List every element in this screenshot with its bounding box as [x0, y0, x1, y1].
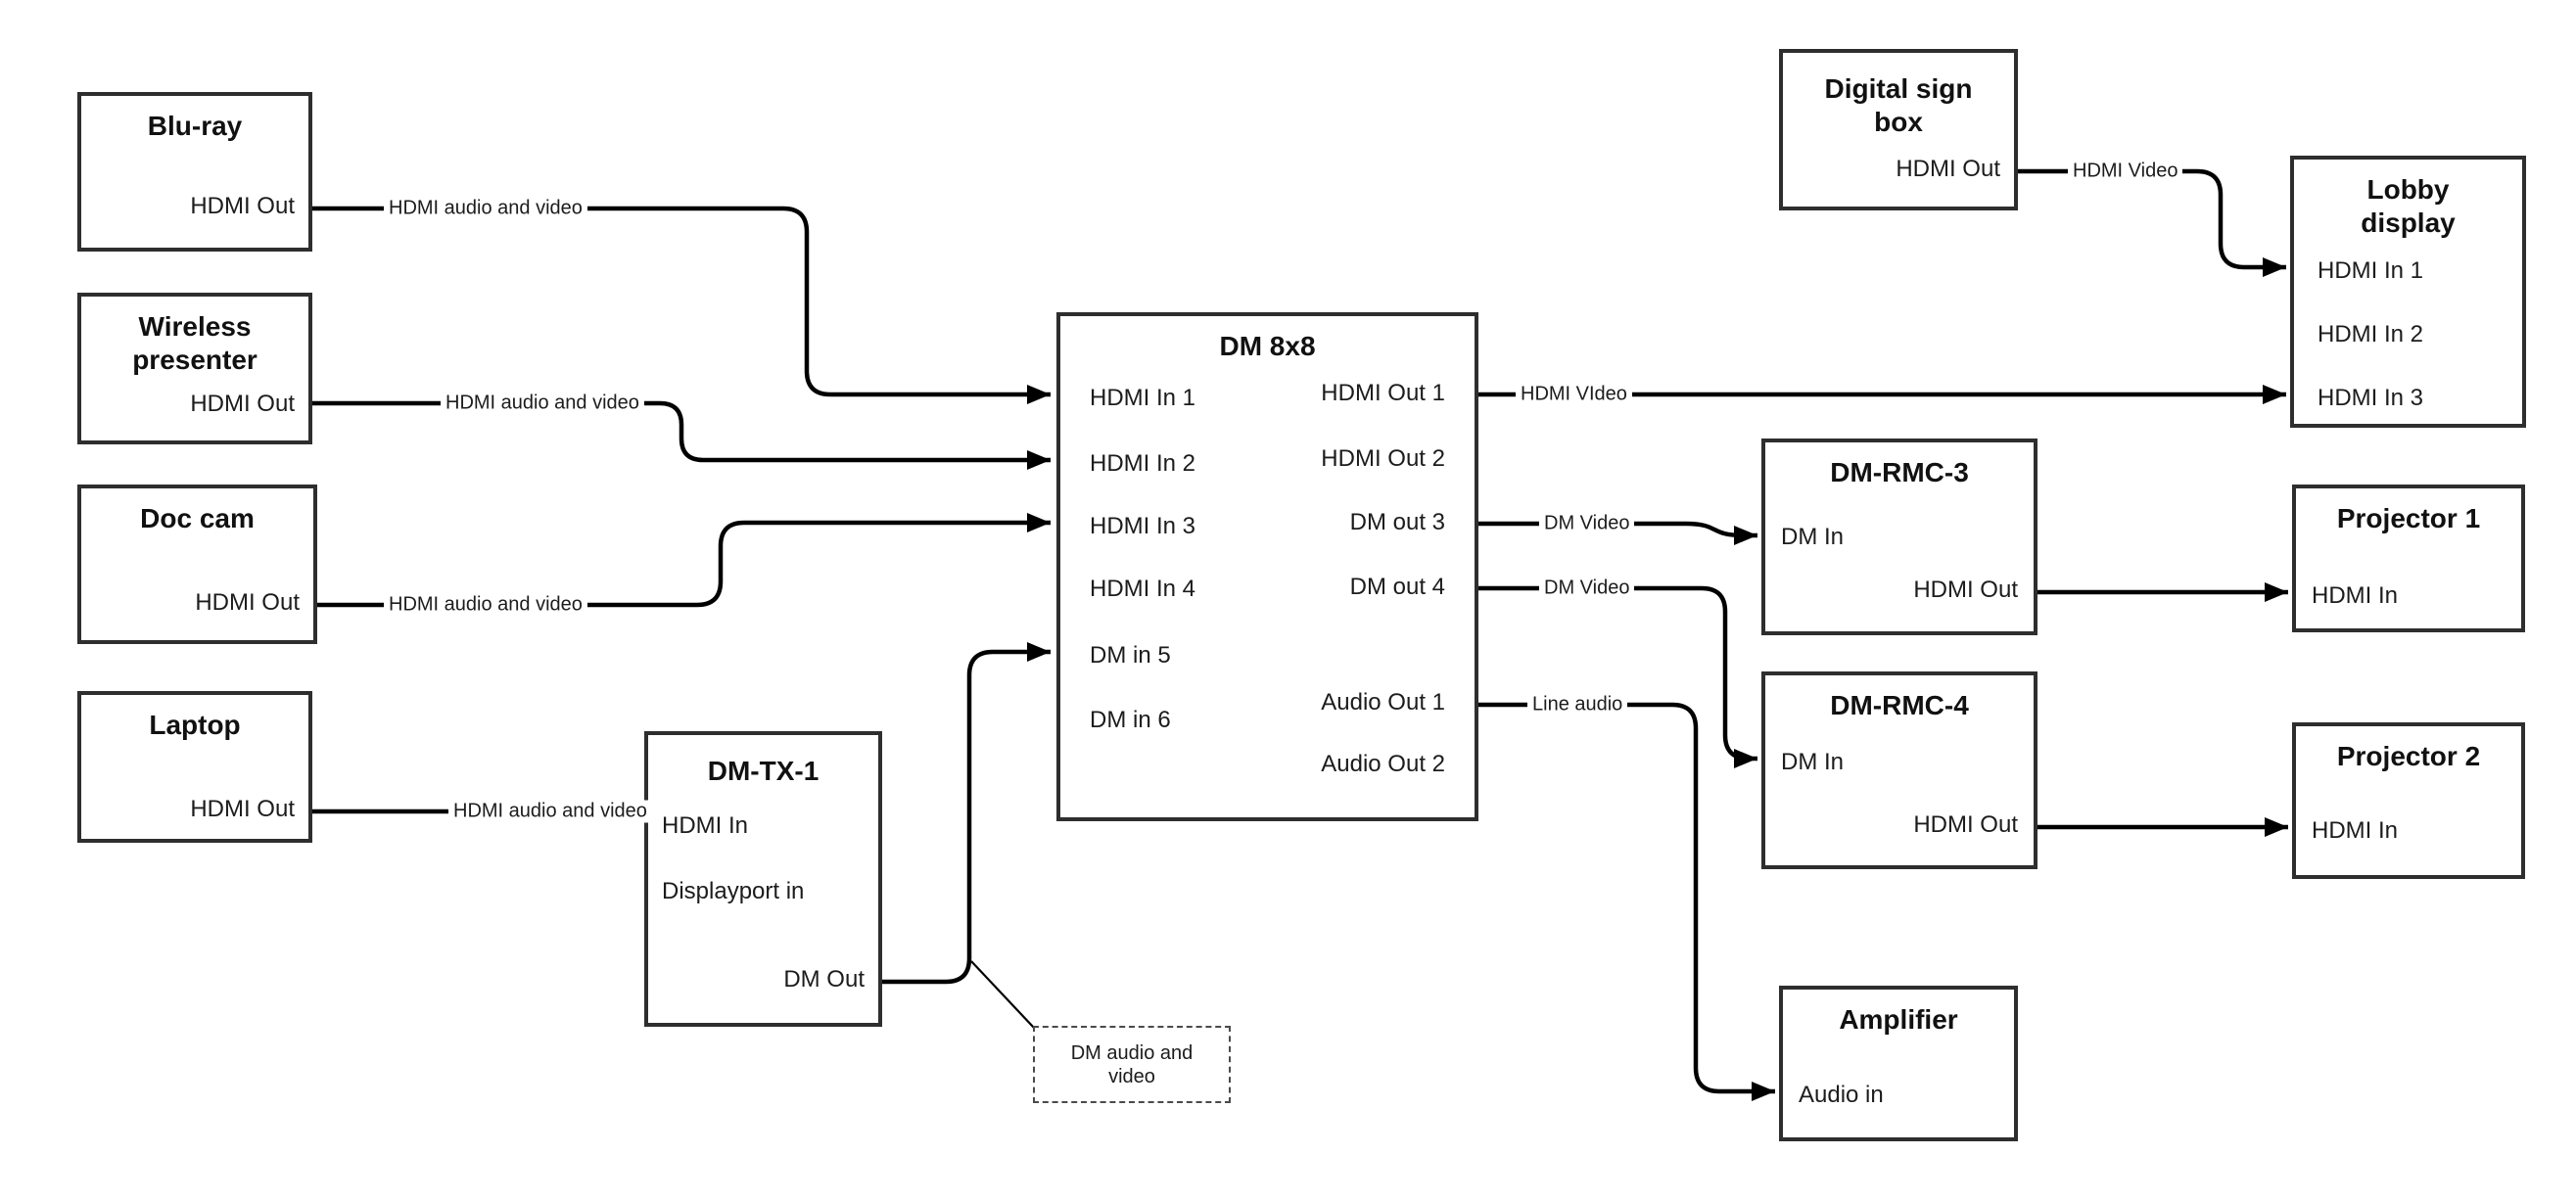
- connection-label-dm-out-3: DM Video: [1539, 512, 1635, 535]
- port-displayport-in: Displayport in: [662, 878, 805, 904]
- port-hdmi-in-4: HDMI In 4: [1090, 576, 1196, 602]
- node-bluray: Blu-ray HDMI Out: [77, 92, 312, 252]
- port-hdmi-in-3: HDMI In 3: [2318, 385, 2424, 411]
- port-dm-out: DM Out: [783, 966, 865, 993]
- port-hdmi-in: HDMI In: [662, 812, 749, 839]
- node-laptop: Laptop HDMI Out: [77, 691, 312, 843]
- port-hdmi-in-1: HDMI In 1: [1090, 385, 1196, 411]
- port-dm-in: DM In: [1781, 524, 1845, 550]
- port-dm-in: DM In: [1781, 749, 1845, 775]
- connection-label-laptop: HDMI audio and video: [448, 800, 652, 823]
- node-dm-rmc-4: DM-RMC-4 DM In HDMI Out: [1761, 671, 2037, 869]
- port-hdmi-out: HDMI Out: [190, 796, 295, 822]
- annotation-note-text: DM audio and video: [1070, 1041, 1194, 1087]
- node-title: Laptop: [149, 710, 241, 740]
- port-hdmi-in: HDMI In: [2312, 817, 2399, 844]
- connector-bluray-to-dm8x8: [312, 206, 1051, 404]
- connection-label-wireless: HDMI audio and video: [441, 392, 644, 415]
- annotation-leader-line: [970, 960, 1035, 1029]
- node-title: Doc cam: [140, 503, 255, 533]
- port-hdmi-out: HDMI Out: [190, 391, 295, 417]
- node-title: DM 8x8: [1219, 331, 1316, 361]
- node-projector-1: Projector 1 HDMI In: [2292, 485, 2525, 632]
- node-projector-2: Projector 2 HDMI In: [2292, 722, 2525, 879]
- connection-label-signbox: HDMI Video: [2068, 160, 2183, 183]
- node-dm-8x8: DM 8x8 HDMI In 1 HDMI In 2 HDMI In 3 HDM…: [1056, 312, 1478, 821]
- node-title: DM-TX-1: [707, 756, 820, 786]
- annotation-note-box: DM audio and video: [1033, 1026, 1231, 1103]
- port-audio-out-1: Audio Out 1: [1321, 689, 1445, 716]
- node-dm-rmc-3: DM-RMC-3 DM In HDMI Out: [1761, 439, 2037, 635]
- node-title: DM-RMC-4: [1830, 690, 1969, 720]
- node-title: Wireless presenter: [132, 311, 258, 375]
- port-hdmi-in-3: HDMI In 3: [1090, 513, 1196, 539]
- port-hdmi-out-2: HDMI Out 2: [1321, 445, 1445, 472]
- node-title: Projector 2: [2336, 741, 2481, 771]
- connection-label-dm-out-4: DM Video: [1539, 577, 1635, 600]
- connector-audio-out-1-to-amplifier: [1478, 702, 1775, 1101]
- connector-wireless-to-dm8x8: [312, 400, 1051, 470]
- node-title: Blu-ray: [147, 111, 243, 141]
- port-hdmi-out: HDMI Out: [190, 193, 295, 219]
- connector-dm-out-4-to-dmrmc4: [1478, 585, 1757, 768]
- port-hdmi-in-2: HDMI In 2: [1090, 450, 1196, 477]
- node-title: Digital sign box: [1824, 73, 1973, 137]
- port-hdmi-out-1: HDMI Out 1: [1321, 380, 1445, 406]
- node-doc-cam: Doc cam HDMI Out: [77, 485, 317, 644]
- port-hdmi-out: HDMI Out: [195, 589, 300, 616]
- port-audio-out-2: Audio Out 2: [1321, 751, 1445, 777]
- port-dm-out-4: DM out 4: [1349, 574, 1445, 600]
- connection-label-doccam: HDMI audio and video: [384, 593, 587, 617]
- node-amplifier: Amplifier Audio in: [1779, 986, 2018, 1141]
- port-hdmi-in-1: HDMI In 1: [2318, 257, 2424, 284]
- node-title: Projector 1: [2336, 503, 2481, 533]
- connection-label-bluray: HDMI audio and video: [384, 197, 587, 220]
- port-hdmi-out: HDMI Out: [1913, 811, 2018, 838]
- port-hdmi-out: HDMI Out: [1913, 577, 2018, 603]
- connection-label-audio-out-1: Line audio: [1527, 693, 1628, 716]
- node-digital-sign-box: Digital sign box HDMI Out: [1779, 49, 2018, 210]
- node-wireless-presenter: Wireless presenter HDMI Out: [77, 293, 312, 444]
- port-dm-in-6: DM in 6: [1090, 707, 1171, 733]
- node-title: DM-RMC-3: [1830, 457, 1969, 487]
- connector-signbox-to-lobby: [2018, 168, 2286, 277]
- connection-label-hdmi-out-1: HDMI VIdeo: [1516, 383, 1632, 406]
- connector-dmtx1-to-dm8x8: [882, 642, 1051, 985]
- port-hdmi-in: HDMI In: [2312, 582, 2399, 609]
- port-dm-in-5: DM in 5: [1090, 642, 1171, 669]
- node-dm-tx-1: DM-TX-1 HDMI In Displayport in DM Out: [644, 731, 882, 1027]
- node-title: Lobby display: [2361, 174, 2456, 238]
- port-hdmi-in-2: HDMI In 2: [2318, 321, 2424, 347]
- port-hdmi-out: HDMI Out: [1896, 156, 2000, 182]
- node-lobby-display: Lobby display HDMI In 1 HDMI In 2 HDMI I…: [2290, 156, 2526, 428]
- port-dm-out-3: DM out 3: [1349, 509, 1445, 535]
- node-title: Amplifier: [1839, 1004, 1958, 1035]
- port-audio-in: Audio in: [1799, 1082, 1884, 1108]
- connector-doccam-to-dm8x8: [317, 513, 1051, 608]
